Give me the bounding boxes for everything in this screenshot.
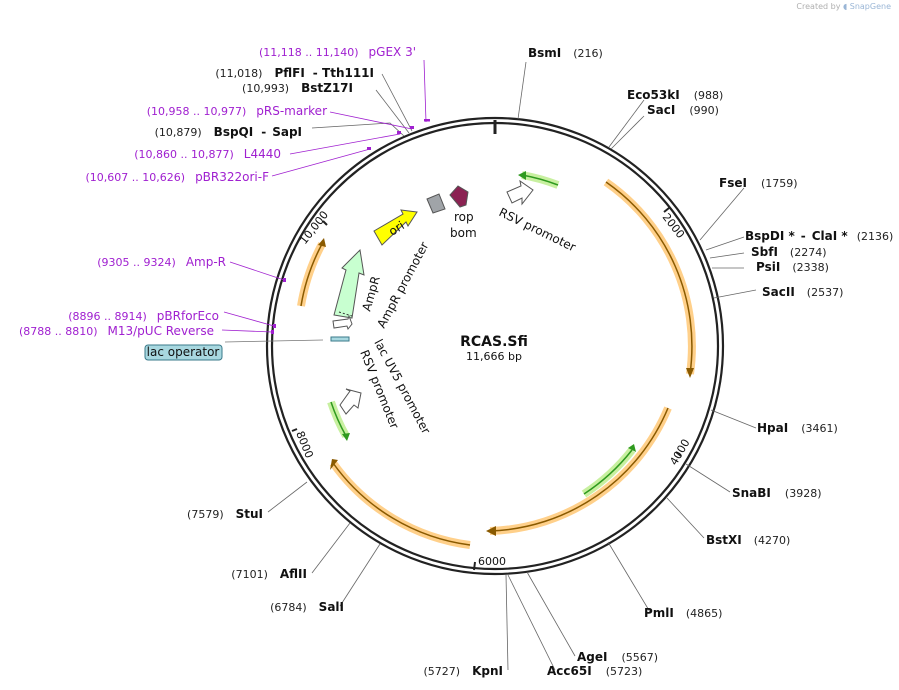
bom-feature [426, 193, 446, 214]
credit-prefix: Created by [796, 2, 841, 11]
orf-arrow-2 [486, 526, 496, 536]
snapgene-logo-icon: ◖ [842, 2, 848, 11]
green-arrow-2 [628, 444, 636, 452]
inner-features: ori rop bom RSV promoter AmpR AmpR promo… [330, 179, 578, 436]
enzyme-fsei: FseI(1759) [719, 176, 798, 190]
rsv-promoter-top-label: RSV promoter [497, 205, 578, 254]
ampr-feature [333, 248, 365, 319]
rop-feature [449, 185, 469, 208]
ampr-promoter-label: AmpR promoter [374, 240, 431, 331]
primer-l4440: (10,860 .. 10,877)L4440 [134, 147, 281, 161]
orf-arc-2 [489, 406, 672, 535]
enzyme-saci: SacI(990) [647, 103, 719, 117]
enzyme-leaders-right [505, 61, 757, 671]
plasmid-name: RCAS.Sfi [460, 334, 528, 350]
primer-pgex3: (11,118 .. 11,140)pGEX 3' [259, 45, 416, 59]
primer-m13-puc-reverse: (8788 .. 8810)M13/pUC Reverse [19, 324, 214, 338]
orf-arrow-4 [318, 238, 326, 247]
orf-arc-3 [329, 460, 471, 549]
enzyme-sali: (6784)SalI [270, 600, 344, 614]
enzyme-aflii: (7101)AflII [231, 567, 307, 581]
ampr-label: AmpR [359, 274, 382, 312]
enzyme-snabi: SnaBI(3928) [732, 486, 821, 500]
enzyme-stui: (7579)StuI [187, 507, 263, 521]
enzyme-labels-right: BsmI(216) Eco53kI(988) SacI(990) FseI(17… [528, 46, 893, 678]
lac-operator-leader [224, 339, 324, 343]
lac-operator-label-box [144, 344, 223, 361]
enzyme-labels-left: (5727)KpnI (6784)SalI (7101)AflII (7579)… [155, 66, 503, 678]
enzyme-agei: AgeI(5567) [577, 650, 658, 664]
green-arrow-3 [342, 433, 350, 441]
ori-feature [373, 209, 418, 246]
enzyme-hpai: HpaI(3461) [757, 421, 838, 435]
bom-label: bom [450, 226, 477, 240]
orf-arc-4 [297, 242, 326, 307]
enzyme-bspqi-sapi: (10,879)BspQI-SapI [155, 125, 302, 139]
orf-arc-4-line [300, 243, 323, 307]
primer-amp-r: (9305 .. 9324)Amp-R [97, 255, 226, 269]
green-arrow-1 [518, 171, 526, 180]
orf-arc-2-line [489, 407, 669, 532]
enzyme-eco53ki: Eco53kI(988) [627, 88, 723, 102]
orf-arrow-3 [330, 459, 338, 470]
rsv-promoter-arrow-left [339, 388, 362, 415]
orf-arc-1-line [605, 181, 693, 375]
primer-leaders [221, 59, 427, 333]
plasmid-length: 11,666 bp [466, 350, 522, 363]
primer-pbrforeco: (8896 .. 8914)pBRforEco [68, 309, 219, 323]
enzyme-bspdi-clai: BspDI *-ClaI *(2136) [745, 229, 893, 243]
backbone-outer [265, 116, 725, 576]
credit-brand: SnapGene [849, 2, 891, 11]
tick-label-4000: 4000 [667, 437, 692, 468]
enzyme-psii: PsiI(2338) [756, 260, 829, 274]
orf-arcs [297, 178, 696, 549]
rop-label: rop [454, 210, 474, 224]
primer-labels: (11,118 .. 11,140)pGEX 3' (10,958 .. 10,… [19, 45, 416, 338]
orf-arrow-1 [686, 368, 694, 378]
lac-operator-feature [330, 336, 350, 342]
enzyme-acc65i: Acc65I(5723) [547, 664, 642, 678]
enzyme-pflfi-tth111i: (11,018)PflFI-Tth111I [215, 66, 374, 80]
orf-arc-3-line [332, 462, 471, 546]
enzyme-pmli: PmlI(4865) [644, 606, 722, 620]
enzyme-bstz17i: (10,993)BstZ17I [242, 81, 353, 95]
enzyme-kpni: (5727)KpnI [424, 664, 503, 678]
tick-label-8000: 8000 [293, 429, 316, 460]
primer-pbr322ori-f: (10,607 .. 10,626)pBR322ori-F [86, 170, 270, 184]
enzyme-bstxi: BstXI(4270) [706, 533, 790, 547]
rsv-promoter-arrow-top [506, 179, 534, 206]
lac-operator-label: lac operator [147, 345, 220, 359]
ampr-promoter-arrow [332, 314, 353, 331]
tick-label-6000: 6000 [478, 555, 506, 568]
snapgene-credit: Created by ◖ SnapGene [796, 2, 891, 11]
primer-marks [271, 119, 430, 334]
enzyme-sacii: SacII(2537) [762, 285, 843, 299]
primer-prs-marker: (10,958 .. 10,977)pRS-marker [147, 104, 327, 118]
green-arcs [327, 171, 636, 498]
enzyme-sbfi: SbfI(2274) [751, 245, 827, 259]
enzyme-bsmi: BsmI(216) [528, 46, 603, 60]
